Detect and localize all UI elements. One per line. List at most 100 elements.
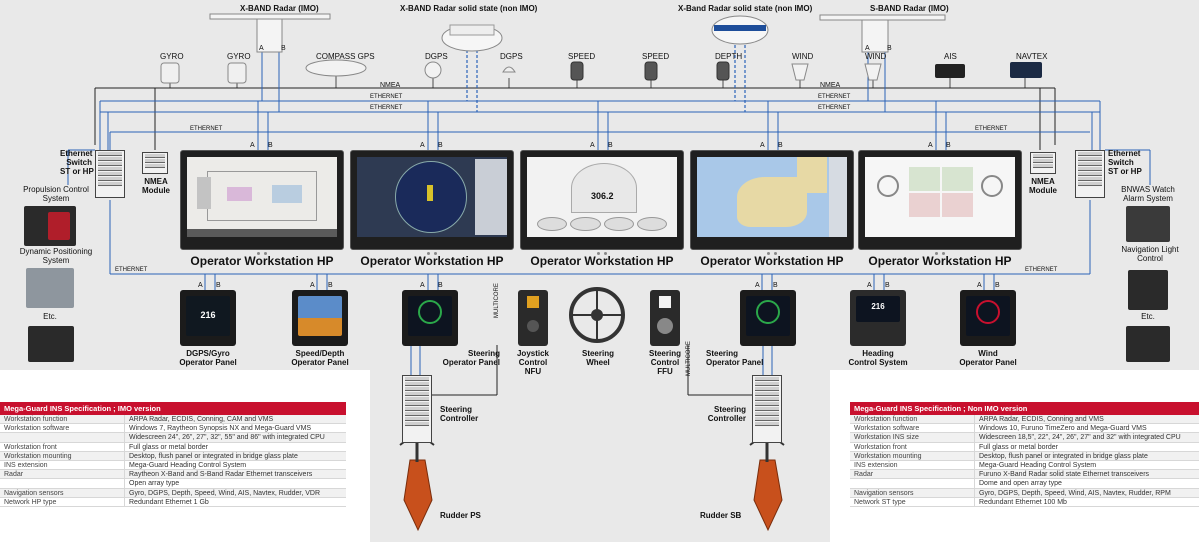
ethernet-label-3: ETHERNET bbox=[818, 94, 851, 100]
speed-sensor-2 bbox=[644, 61, 658, 81]
ab-marker: A bbox=[420, 142, 425, 149]
xband-imo-label: X-BAND Radar (IMO) bbox=[240, 4, 319, 13]
spec-value: Open array type bbox=[124, 479, 346, 488]
dgps-gyro-panel[interactable]: 216 bbox=[180, 290, 236, 346]
multicore-label-right: MULTICORE bbox=[686, 341, 692, 376]
ab-marker: B bbox=[608, 142, 613, 149]
spec-key: Workstation mounting bbox=[854, 452, 922, 460]
gyro-label-1: GYRO bbox=[160, 52, 184, 61]
ab-marker: A bbox=[867, 282, 872, 289]
left-etc-device bbox=[28, 326, 74, 362]
rudder-ps-label: Rudder PS bbox=[440, 511, 481, 520]
workstation-label: Operator Workstation HP bbox=[700, 254, 844, 268]
spec-key: Workstation function bbox=[854, 416, 918, 423]
steering-ffu[interactable] bbox=[650, 290, 680, 346]
spec-table-imo: Mega-Guard INS Specification ; IMO versi… bbox=[0, 402, 346, 507]
spec-value: Widescreen 18,5", 22", 24", 26", 27" and… bbox=[974, 433, 1199, 442]
sband-imo-radar bbox=[819, 14, 946, 53]
wind-panel[interactable] bbox=[960, 290, 1016, 346]
ethernet-label-7: ETHERNET bbox=[115, 267, 148, 273]
gyro-label-2: GYRO bbox=[227, 52, 251, 61]
steering-panel-ps[interactable] bbox=[402, 290, 458, 346]
spec-row: Workstation software Windows 7, Raytheon … bbox=[0, 424, 346, 434]
ethernet-label-4: ETHERNET bbox=[818, 105, 851, 111]
spec-value: Windows 10, Furuno TimeZero and Mega-Gua… bbox=[974, 424, 1199, 433]
spec-row: Workstation front Full glass or metal bor… bbox=[850, 442, 1199, 452]
compass-gps-label: COMPASS GPS bbox=[316, 52, 375, 61]
xband-solid-radar-2 bbox=[711, 15, 769, 45]
spec-table-nonimo: Mega-Guard INS Specification ; Non IMO v… bbox=[850, 402, 1199, 507]
speed-depth-panel[interactable] bbox=[292, 290, 348, 346]
gyro-sensor-1 bbox=[160, 62, 180, 84]
workstation-conning[interactable]: 306.2 bbox=[520, 150, 684, 255]
workstation-ecdis[interactable] bbox=[690, 150, 854, 255]
spec-value: Full glass or metal border bbox=[974, 442, 1199, 451]
spec-value: Desktop, flush panel or integrated in br… bbox=[974, 451, 1199, 460]
steering-panel-sb[interactable] bbox=[740, 290, 796, 346]
xband-imo-radar bbox=[209, 13, 331, 53]
nmea-label: NMEA bbox=[380, 82, 401, 89]
wind-sensor-1 bbox=[791, 63, 809, 81]
heading-control-panel[interactable]: 216 bbox=[850, 290, 906, 346]
right-etc-device bbox=[1126, 326, 1170, 362]
depth-label: DEPTH bbox=[715, 52, 743, 61]
ab-marker: A bbox=[590, 142, 595, 149]
spec-key: Workstation software bbox=[854, 425, 920, 433]
workstation-vms[interactable] bbox=[180, 150, 344, 255]
xband-solid-label: X-BAND Radar solid state (non IMO) bbox=[400, 4, 538, 13]
ab-marker: B bbox=[946, 142, 951, 149]
spec-key: INS extension bbox=[854, 461, 898, 469]
nmea-bus bbox=[94, 87, 1056, 150]
speed-label-1: SPEED bbox=[568, 52, 596, 61]
spec-key bbox=[0, 433, 124, 441]
ethernet-label-8: ETHERNET bbox=[1025, 267, 1058, 273]
ab-marker: B bbox=[281, 45, 286, 52]
spec-value: Furuno X-Band Radar solid state Ethernet… bbox=[974, 470, 1199, 479]
xband-solid-label-2: X-Band Radar solid state (non IMO) bbox=[678, 4, 813, 13]
spec-key: INS extension bbox=[4, 461, 48, 469]
ais-unit bbox=[935, 64, 965, 78]
propulsion-console bbox=[24, 206, 76, 246]
spec-row: Workstation function ARPA Radar, ECDIS, C… bbox=[850, 415, 1199, 425]
spec-row: Dome and open array type bbox=[850, 479, 1199, 489]
spec-value: Windows 7, Raytheon Synopsis NX and Mega… bbox=[124, 424, 346, 433]
wind-label-1: WIND bbox=[792, 52, 814, 61]
workstation-label: Operator Workstation HP bbox=[868, 254, 1012, 268]
navlight-device bbox=[1128, 270, 1168, 310]
joystick-nfu[interactable] bbox=[518, 290, 548, 346]
nmea-label-2: NMEA bbox=[820, 82, 841, 89]
navtex-unit bbox=[1010, 62, 1042, 78]
spec-value: Gyro, DGPS, Depth, Speed, Wind, AIS, Nav… bbox=[124, 488, 346, 497]
spec-row: Widescreen 24", 26", 27", 32", 55" and 8… bbox=[0, 433, 346, 443]
workstation-radar[interactable] bbox=[350, 150, 514, 255]
spec-key: Navigation sensors bbox=[4, 489, 64, 497]
ab-marker: B bbox=[778, 142, 783, 149]
ab-marker: B bbox=[216, 282, 221, 289]
spec-imo-title: Mega-Guard INS Specification ; IMO versi… bbox=[0, 402, 346, 415]
spec-value: ARPA Radar, ECDIS, Conning, CAM and VMS bbox=[124, 415, 346, 424]
dgps-label-1: DGPS bbox=[425, 52, 448, 61]
ab-marker: A bbox=[259, 45, 264, 52]
spec-value: Full glass or metal border bbox=[124, 442, 346, 451]
steering-controller-sb bbox=[752, 375, 782, 443]
spec-key: Radar bbox=[854, 471, 874, 479]
workstation-gauges[interactable] bbox=[858, 150, 1022, 255]
spec-value: Gyro, DGPS, Depth, Speed, Wind, AIS, Nav… bbox=[974, 488, 1199, 497]
spec-value: Mega-Guard Heading Control System bbox=[124, 460, 346, 470]
spec-key: Workstation front bbox=[854, 443, 907, 451]
spec-key: Workstation software bbox=[4, 425, 70, 433]
spec-value: ARPA Radar, ECDIS, Conning and VMS bbox=[974, 415, 1199, 424]
spec-value: Mega-Guard Heading Control System bbox=[974, 460, 1199, 470]
